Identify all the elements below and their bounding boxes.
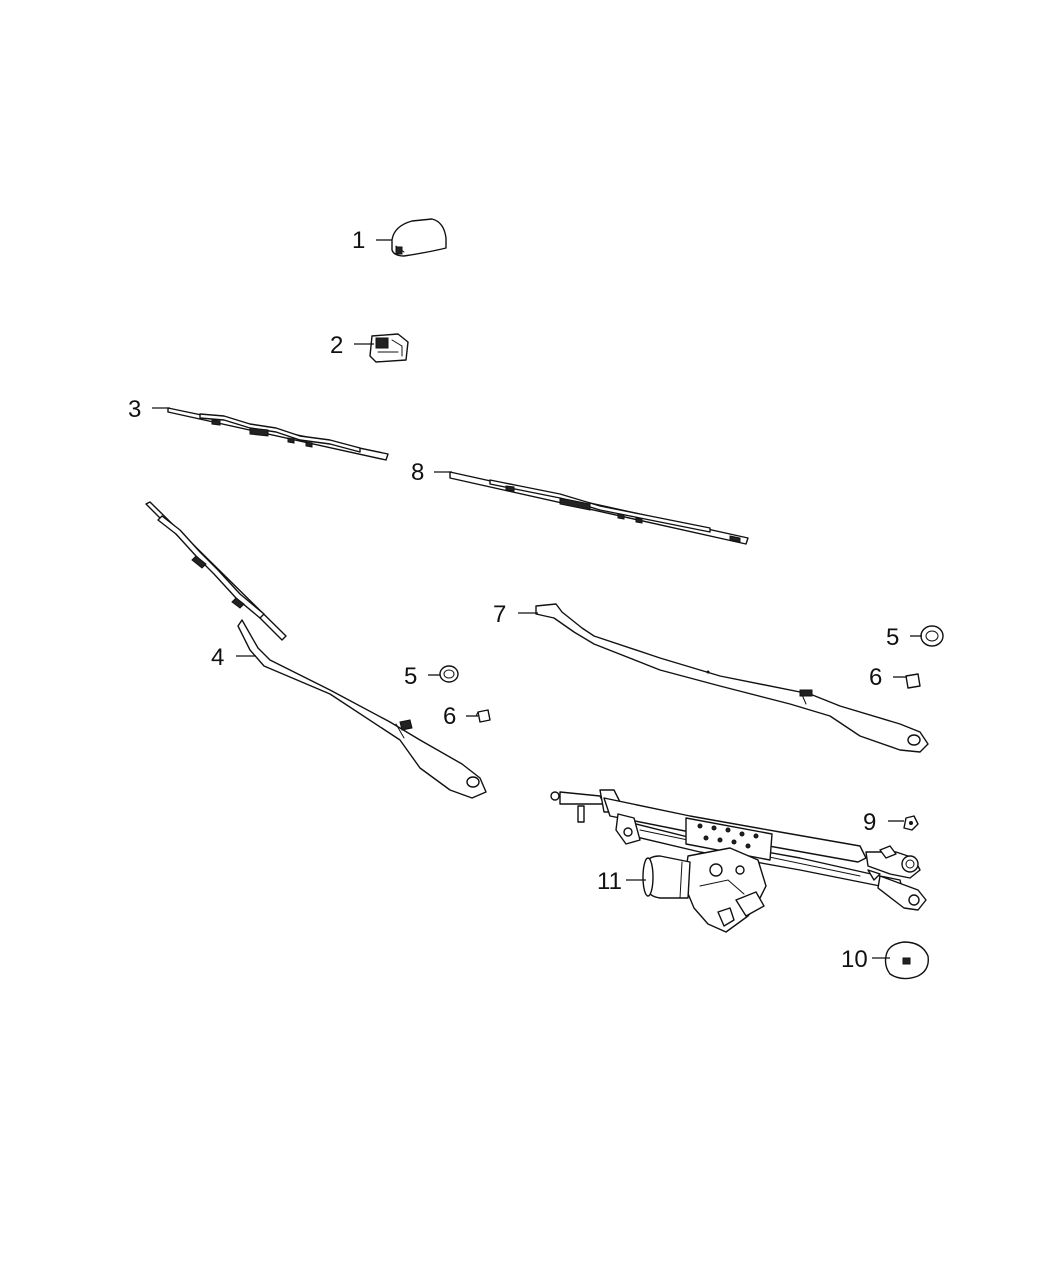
callout-6b: 6 xyxy=(869,664,882,691)
callout-6a: 6 xyxy=(443,703,456,730)
part-1-arm-cap[interactable] xyxy=(391,218,447,257)
callout-4: 4 xyxy=(211,644,224,671)
part-4-wiper-arm-left[interactable] xyxy=(145,501,487,799)
callout-3: 3 xyxy=(128,396,141,423)
part-10-pivot-cap[interactable] xyxy=(884,941,929,980)
callout-7: 7 xyxy=(493,601,506,628)
part-8-wiper-blade-right[interactable] xyxy=(449,471,749,545)
part-2-adapter-clip[interactable] xyxy=(369,333,409,363)
callout-11: 11 xyxy=(597,868,622,895)
part-6-nut-right[interactable] xyxy=(905,673,921,689)
part-5-cap-right[interactable] xyxy=(920,625,944,647)
callout-5a: 5 xyxy=(404,663,417,690)
part-5-cap-left[interactable] xyxy=(439,665,459,683)
callout-1: 1 xyxy=(352,227,365,254)
callout-10: 10 xyxy=(841,946,868,973)
part-3-wiper-blade-left[interactable] xyxy=(167,407,389,461)
callout-9: 9 xyxy=(863,809,876,836)
part-11-wiper-linkage-motor[interactable] xyxy=(550,789,927,933)
part-6-nut-left[interactable] xyxy=(475,709,491,723)
callout-5b: 5 xyxy=(886,624,899,651)
callout-8: 8 xyxy=(411,459,424,486)
callout-2: 2 xyxy=(330,332,343,359)
part-7-wiper-arm-right[interactable] xyxy=(535,603,929,753)
part-9-nut[interactable] xyxy=(903,815,919,831)
